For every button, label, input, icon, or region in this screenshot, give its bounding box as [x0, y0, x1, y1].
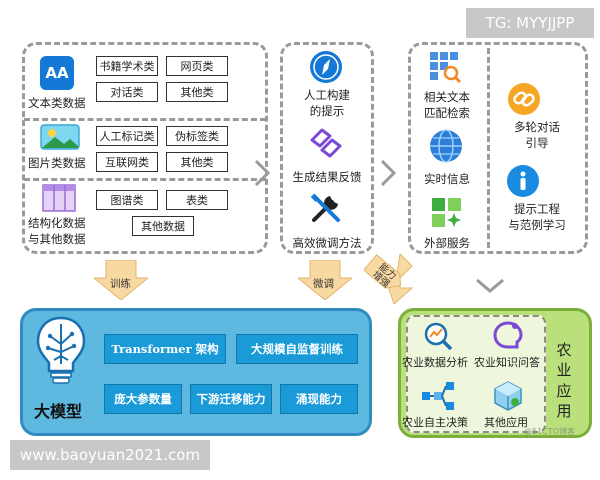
tag-graph: 图谱类	[96, 190, 158, 210]
feature-selfsupervised: 大规模自监督训练	[236, 334, 358, 364]
agri-title: 农 业 应 用	[552, 340, 576, 421]
enhance-right-line2b: 与范例学习	[508, 217, 566, 232]
text-data-icon: AA	[40, 56, 74, 90]
data-sources-box	[22, 42, 268, 254]
flow-network-icon	[420, 380, 456, 412]
info-icon	[506, 164, 540, 198]
enhance-right-line1b: 提示工程	[514, 202, 560, 216]
enhance-right-line1: 多轮对话	[514, 120, 560, 134]
methods-box	[280, 42, 374, 254]
puzzle-icon	[430, 196, 464, 228]
analytics-icon	[422, 320, 454, 352]
finetune-arrow-label: 微调	[313, 278, 334, 290]
compass-icon	[309, 50, 343, 84]
data-separator-1	[24, 118, 266, 121]
agri-title-char-1: 农	[556, 341, 572, 359]
agri-decision-label: 农业自主决策	[402, 416, 468, 429]
method-line1: 人工构建	[304, 88, 350, 102]
tag-text-other: 其他类	[166, 82, 228, 102]
tools-icon	[308, 192, 344, 226]
method-manual-prompt-label: 人工构建 的提示	[290, 88, 364, 119]
tg-badge: TG: MYYJJPP	[466, 8, 594, 38]
method-line2: 的提示	[309, 103, 345, 118]
agri-qa-label: 农业知识问答	[474, 356, 540, 369]
enhancement-divider	[487, 48, 490, 248]
agri-data-analysis-label: 农业数据分析	[402, 356, 468, 369]
structured-label-line1: 结构化数据	[28, 216, 86, 230]
structured-label-line2: 与其他数据	[28, 231, 86, 246]
feedback-icon	[308, 126, 344, 160]
enhance-realtime-label: 实时信息	[424, 172, 470, 186]
enhance-retrieval-label: 相关文本 匹配检索	[412, 90, 482, 121]
feature-transformer: Transformer 架构	[104, 334, 226, 364]
chevron-down-icon	[474, 276, 506, 296]
feature-emergence: 涌现能力	[280, 384, 358, 414]
enhance-multiturn-label: 多轮对话 引导	[494, 120, 580, 151]
image-data-icon	[40, 124, 80, 150]
feature-params: 庞大参数量	[104, 384, 182, 414]
tag-image-other: 其他类	[166, 152, 228, 172]
site-url-badge: www.baoyuan2021.com	[10, 440, 210, 470]
train-arrow-label: 训练	[110, 278, 131, 290]
tag-other-data: 其他数据	[132, 216, 194, 236]
chevron-right-icon-2	[378, 158, 398, 188]
enhancement-box	[408, 42, 588, 254]
text-data-label: 文本类数据	[28, 96, 86, 110]
data-separator-2	[24, 178, 266, 181]
chevron-right-icon	[252, 158, 272, 188]
tag-books: 书籍学术类	[96, 56, 158, 76]
method-feedback-label: 生成结果反馈	[292, 170, 362, 184]
finetune-arrow	[298, 260, 352, 300]
agri-title-char-2: 业	[556, 361, 572, 380]
brain-bulb-icon	[36, 316, 86, 386]
enhance-prompt-label: 提示工程 与范例学习	[494, 202, 580, 233]
structured-data-label: 结构化数据 与其他数据	[28, 216, 86, 247]
tag-table: 表类	[166, 190, 228, 210]
image-data-label: 图片类数据	[28, 156, 86, 170]
agri-title-char-4: 用	[556, 401, 572, 420]
table-icon	[42, 184, 76, 212]
tag-manual-label: 人工标记类	[96, 126, 158, 146]
cube-icon	[492, 380, 524, 412]
feature-transfer: 下游迁移能力	[190, 384, 272, 414]
watermark: @51CTO博客	[524, 427, 575, 436]
chat-bubble-icon	[492, 320, 524, 352]
tag-web: 网页类	[166, 56, 228, 76]
text-data-icon-text: AA	[45, 64, 69, 82]
method-finetune-label: 高效微调方法	[292, 236, 362, 250]
enhance-right-line2: 引导	[525, 135, 549, 150]
tag-internet: 互联网类	[96, 152, 158, 172]
agri-other-label: 其他应用	[484, 416, 528, 429]
enhance-line2: 匹配检索	[424, 105, 470, 120]
agri-title-char-3: 应	[556, 381, 572, 400]
large-model-title: 大模型	[34, 402, 83, 421]
enhance-external-label: 外部服务	[424, 236, 470, 250]
tag-pseudo-label: 伪标签类	[166, 126, 228, 146]
tag-dialogue: 对话类	[96, 82, 158, 102]
enhance-line1: 相关文本	[424, 90, 470, 104]
enhance-arrow	[364, 254, 414, 304]
train-arrow	[94, 260, 148, 300]
grid-search-icon	[428, 50, 462, 84]
chain-icon	[506, 82, 542, 116]
globe-icon	[428, 128, 464, 164]
